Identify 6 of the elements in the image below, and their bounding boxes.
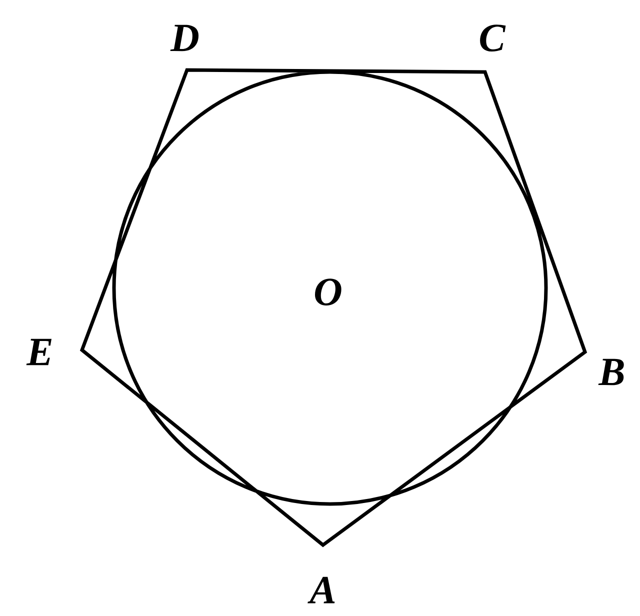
point-label: C (480, 24, 506, 52)
point-label: O (315, 278, 342, 306)
point-label: E (26, 338, 52, 366)
point-label: D (170, 24, 198, 52)
point-label: B (598, 358, 624, 386)
point-label: A (308, 576, 335, 604)
